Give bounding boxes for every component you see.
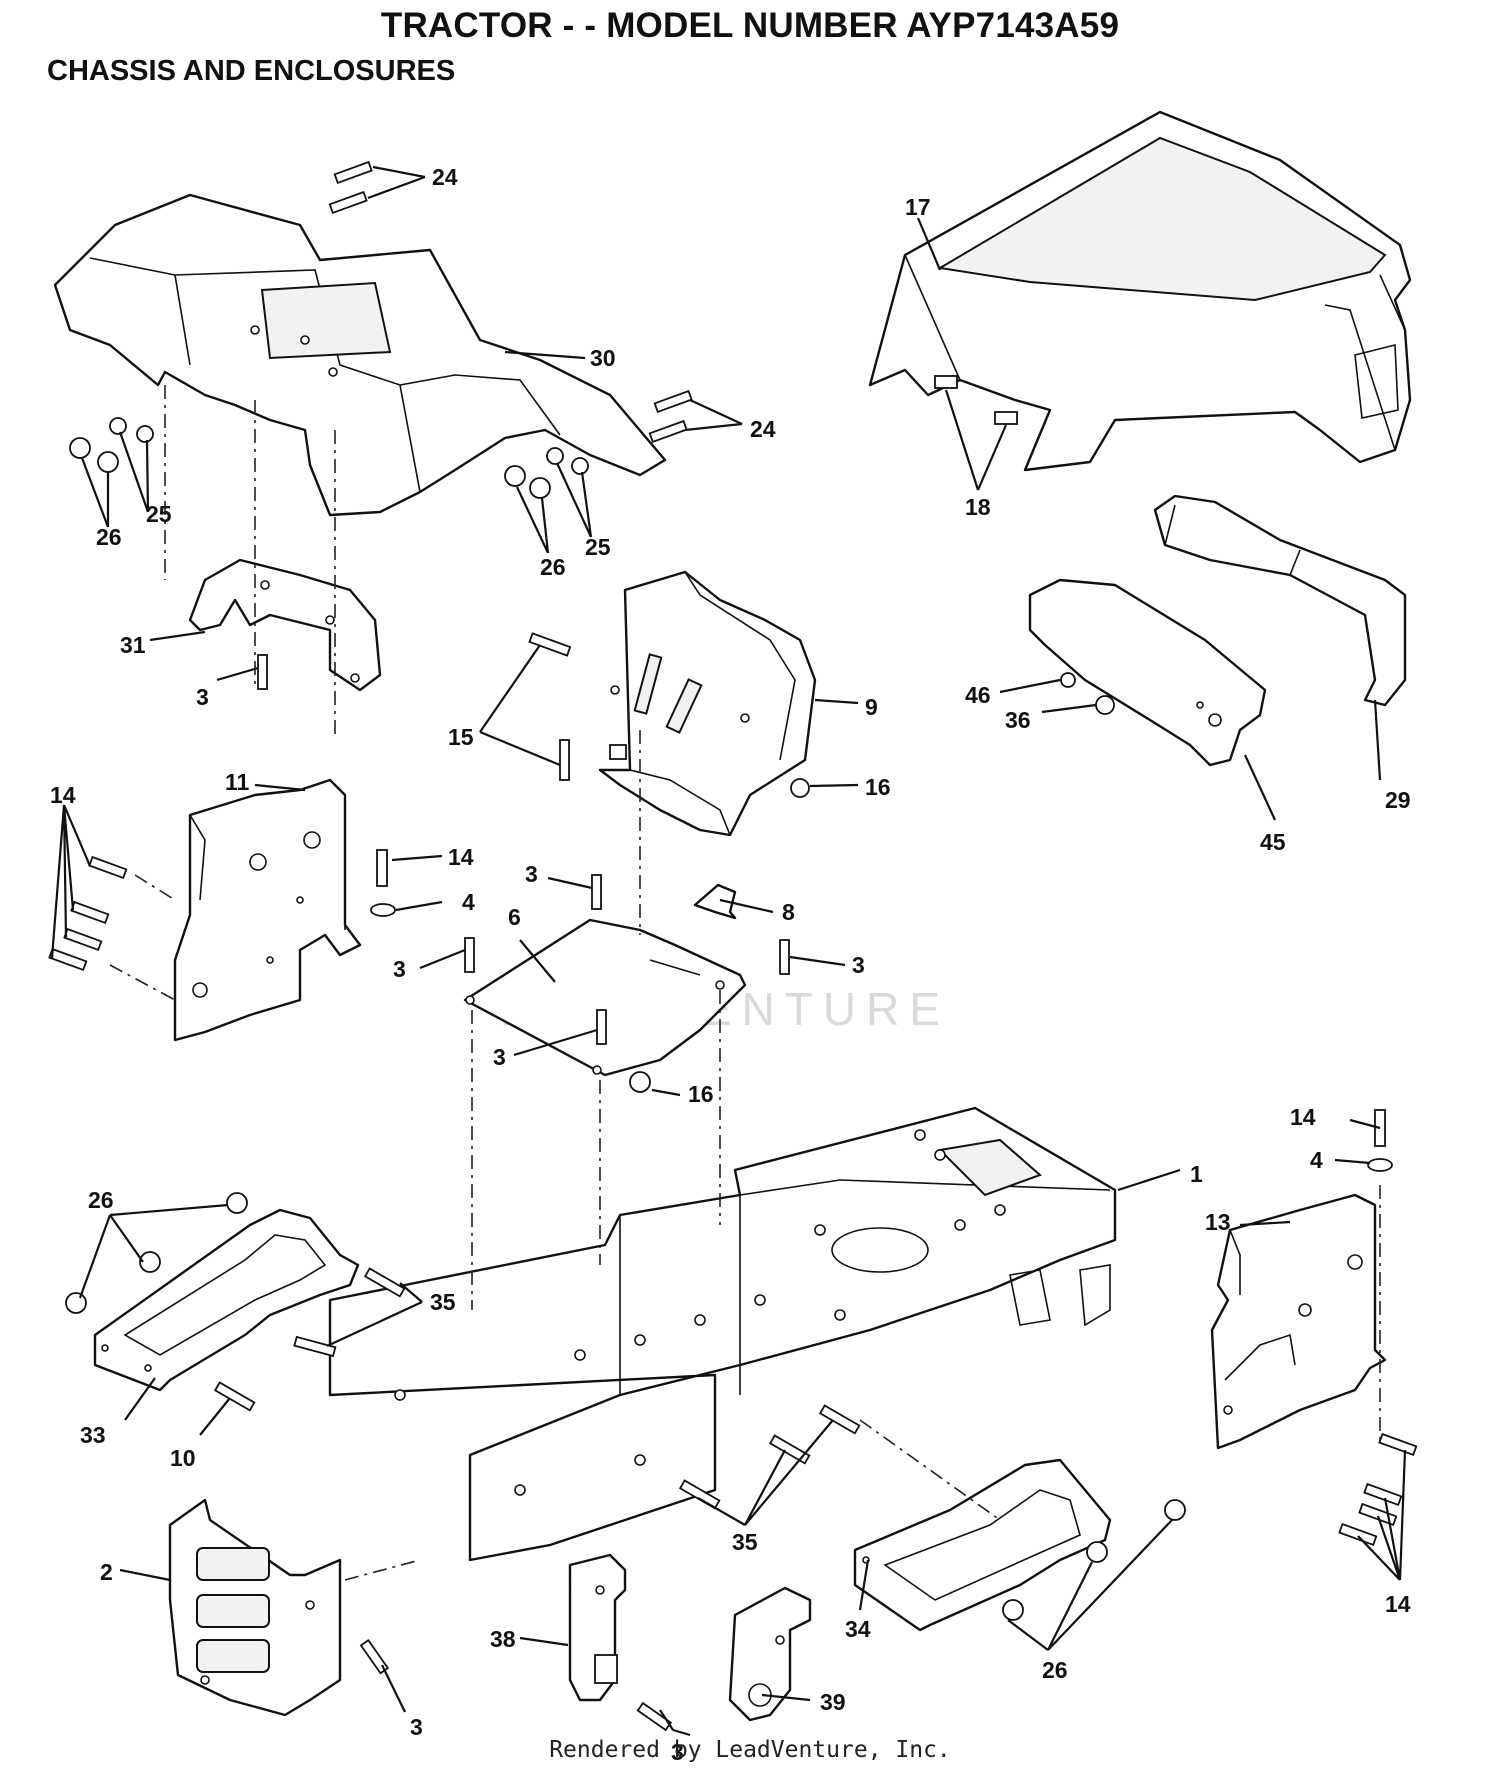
callout-4: 4 bbox=[462, 889, 475, 915]
callout-8: 8 bbox=[782, 899, 795, 925]
callout-30: 30 bbox=[590, 345, 616, 371]
hood-part bbox=[868, 110, 1412, 472]
callout-9: 9 bbox=[865, 694, 878, 720]
callout-3: 3 bbox=[196, 684, 209, 710]
left-side-panel-part bbox=[173, 778, 362, 1042]
callout-35: 35 bbox=[732, 1529, 758, 1555]
callout-29: 29 bbox=[1385, 787, 1411, 813]
callout-14: 14 bbox=[1290, 1104, 1316, 1130]
callout-34: 34 bbox=[845, 1616, 871, 1642]
callout-39: 39 bbox=[820, 1689, 846, 1715]
callout-3: 3 bbox=[493, 1044, 506, 1070]
assembly-dash-lines bbox=[109, 385, 1381, 1581]
dash-panel-part bbox=[598, 570, 817, 837]
callout-10: 10 bbox=[170, 1445, 196, 1471]
mounting-plate-part bbox=[463, 918, 747, 1077]
section-subtitle: CHASSIS AND ENCLOSURES bbox=[47, 55, 456, 87]
callout-1: 1 bbox=[1190, 1161, 1203, 1187]
callout-17: 17 bbox=[905, 194, 931, 220]
callout-24: 24 bbox=[432, 164, 458, 190]
front-plate-part bbox=[168, 1498, 342, 1717]
callout-25: 25 bbox=[585, 534, 611, 560]
right-footrest-part bbox=[853, 1458, 1112, 1632]
callout-14: 14 bbox=[448, 844, 474, 870]
seat-pan-part bbox=[1153, 494, 1407, 707]
callout-11: 11 bbox=[225, 769, 250, 795]
callout-3: 3 bbox=[852, 952, 865, 978]
callout-13: 13 bbox=[1205, 1209, 1231, 1235]
callout-15: 15 bbox=[448, 724, 474, 750]
callout-26: 26 bbox=[540, 554, 566, 580]
callout-6: 6 bbox=[508, 904, 521, 930]
callout-46: 46 bbox=[965, 682, 991, 708]
callout-3: 3 bbox=[393, 956, 406, 982]
callout-leader-lines bbox=[50, 165, 1407, 1737]
callout-45: 45 bbox=[1260, 829, 1286, 855]
seat-support-part bbox=[1028, 578, 1267, 767]
footer-credit: Rendered by LeadVenture, Inc. bbox=[549, 1737, 951, 1763]
page-title: TRACTOR - - MODEL NUMBER AYP7143A59 bbox=[380, 6, 1120, 45]
bracket-38-part bbox=[568, 1553, 627, 1702]
callout-36: 36 bbox=[1005, 707, 1031, 733]
callout-3: 3 bbox=[410, 1714, 423, 1740]
callout-26: 26 bbox=[1042, 1657, 1068, 1683]
callout-labels: 24 30 24 25 26 25 26 17 18 31 3 15 9 16 … bbox=[50, 164, 1411, 1765]
callout-3: 3 bbox=[671, 1739, 684, 1765]
callout-4: 4 bbox=[1310, 1147, 1323, 1173]
hardware-fasteners bbox=[48, 160, 1418, 1732]
fender-bracket-part bbox=[188, 558, 382, 692]
main-frame-part bbox=[328, 1106, 1117, 1562]
callout-33: 33 bbox=[80, 1422, 106, 1448]
clip-part bbox=[693, 883, 737, 920]
callout-16: 16 bbox=[688, 1081, 714, 1107]
callout-18: 18 bbox=[965, 494, 991, 520]
callout-25: 25 bbox=[146, 501, 172, 527]
bracket-39-part bbox=[728, 1586, 812, 1722]
left-footrest-part bbox=[93, 1208, 360, 1392]
right-side-panel-part bbox=[1210, 1193, 1387, 1450]
callout-14: 14 bbox=[1385, 1591, 1411, 1617]
callout-3: 3 bbox=[525, 861, 538, 887]
callout-24: 24 bbox=[750, 416, 776, 442]
callout-16: 16 bbox=[865, 774, 891, 800]
callout-2: 2 bbox=[100, 1559, 113, 1585]
rear-fender-part bbox=[53, 193, 667, 517]
callout-31: 31 bbox=[120, 632, 146, 658]
callout-26: 26 bbox=[96, 524, 122, 550]
callout-14: 14 bbox=[50, 782, 76, 808]
callout-38: 38 bbox=[490, 1626, 516, 1652]
callout-35: 35 bbox=[430, 1289, 456, 1315]
callout-26: 26 bbox=[88, 1187, 114, 1213]
